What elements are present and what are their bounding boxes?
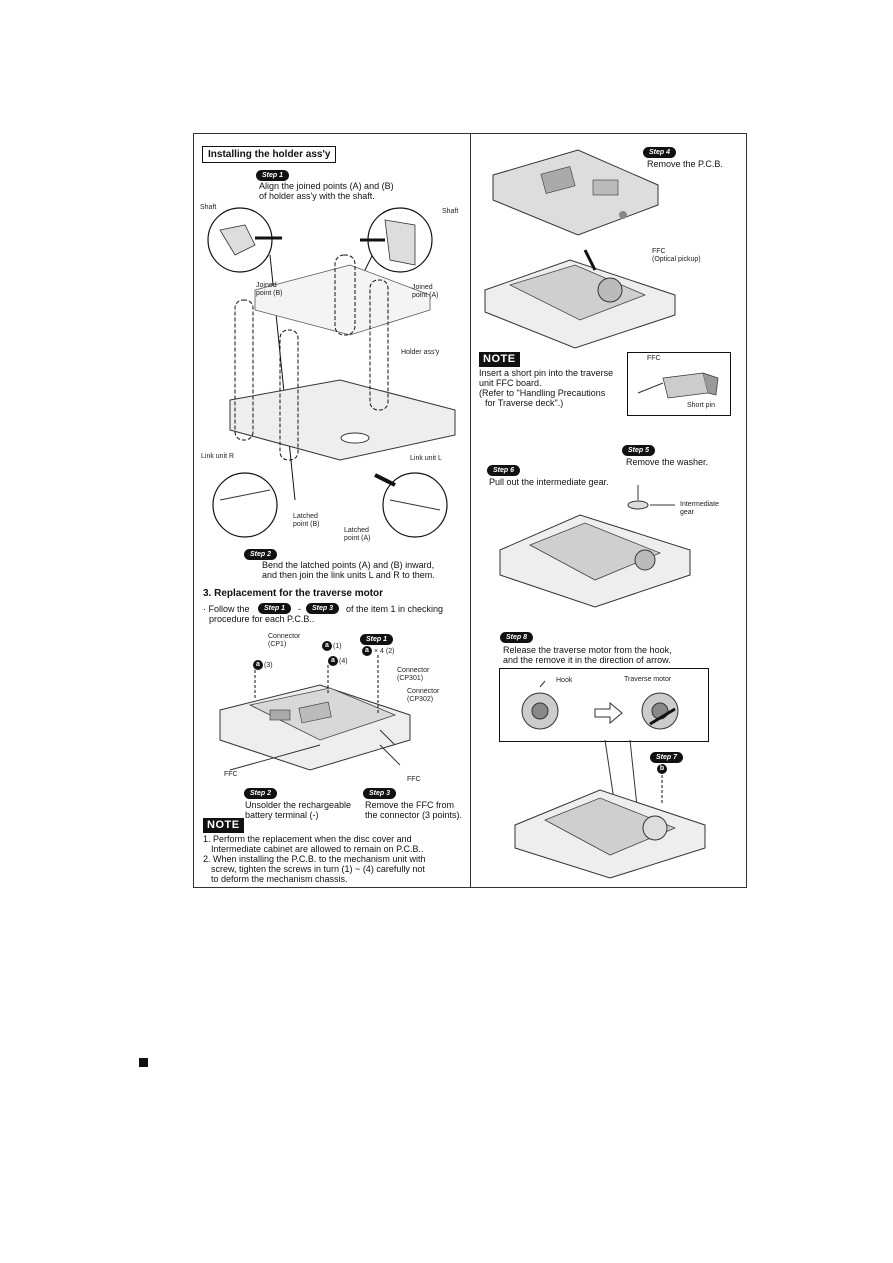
note-1b: Intermediate cabinet are allowed to rema…	[211, 844, 424, 854]
connector-cp1-label: Connector (CP1)	[268, 633, 301, 648]
note-2c: to deform the mechanism chassis.	[211, 874, 348, 884]
screw-3-label: (3)	[264, 662, 273, 669]
note-badge-left: NOTE	[203, 818, 244, 833]
note-1a: 1. Perform the replacement when the disc…	[203, 834, 412, 844]
step1-badge: Step 1	[256, 170, 290, 181]
shaft-label-right: Shaft	[442, 208, 459, 215]
screw-b-icon: b	[657, 764, 667, 774]
inset-ffc-label: FFC	[647, 355, 661, 362]
step1-text-2: of holder ass'y with the shaft.	[259, 191, 375, 201]
shaft-label-left: Shaft	[200, 204, 217, 211]
screw-a-3-icon: a	[253, 660, 263, 670]
follow-step-a-badge: Step 1	[258, 603, 292, 614]
screw-count-label: × 4 (2)	[374, 648, 395, 655]
follow-text-post: of the item 1 in checking	[346, 604, 444, 614]
step3-text-1: Remove the FFC from	[365, 800, 455, 810]
step6-text: Pull out the intermediate gear.	[489, 477, 609, 487]
follow-dash: -	[298, 604, 301, 614]
screw-a-1-icon: a	[322, 641, 332, 651]
link-unit-r-label: Link unit R	[201, 453, 235, 460]
short-pin-inset	[627, 352, 731, 416]
right-note-1: Insert a short pin into the traverse	[479, 368, 614, 378]
ffc-label-right: FFC	[407, 776, 421, 783]
pcb-removal-illustration	[219, 655, 411, 771]
latched-point-a-label: Latched point (A)	[344, 527, 371, 542]
follow-text-line2: procedure for each P.C.B..	[209, 614, 315, 624]
step8-badge: Step 8	[500, 632, 534, 643]
follow-text-pre: · Follow the	[203, 604, 250, 614]
step2b-text-2: battery terminal (-)	[245, 810, 319, 820]
step2b-text-1: Unsolder the rechargeable	[245, 800, 352, 810]
latched-point-b-label: Latched point (B)	[293, 513, 320, 528]
step8-text-1: Release the traverse motor from the hook…	[503, 645, 672, 655]
intermediate-gear-illustration	[499, 485, 691, 608]
motor-release-inset	[499, 668, 709, 742]
screw-a-2-icon: a	[362, 646, 372, 656]
step3-text-2: the connector (3 points).	[365, 810, 463, 820]
column-divider	[470, 134, 471, 887]
intermediate-gear-label: Intermediate gear	[680, 501, 719, 516]
connector-cp302-label: Connector (CP302)	[407, 688, 440, 703]
step8-text-2: and the remove it in the direction of ar…	[503, 655, 671, 665]
hook-label: Hook	[556, 677, 573, 684]
step2b-badge: Step 2	[244, 788, 278, 799]
step1b-badge: Step 1	[360, 634, 394, 645]
note-2b: screw, tighten the screws in turn (1) ~ …	[211, 864, 425, 874]
screw-a-4-icon: a	[328, 656, 338, 666]
holder-assembly-illustration	[207, 207, 456, 538]
step5-text: Remove the washer.	[626, 457, 709, 467]
step6-badge: Step 6	[487, 465, 521, 476]
joined-point-b-label: Joined point (B)	[256, 282, 283, 297]
traverse-deck-illustration	[484, 249, 676, 349]
link-unit-l-label: Link unit L	[410, 455, 442, 462]
traverse-motor-label: Traverse motor	[624, 676, 672, 683]
step2-text-1: Bend the latched points (A) and (B) inwa…	[262, 560, 435, 570]
right-note-3: (Refer to "Handling Precautions	[479, 388, 606, 398]
note-2a: 2. When installing the P.C.B. to the mec…	[203, 854, 426, 864]
step3-badge: Step 3	[363, 788, 397, 799]
step5-badge: Step 5	[622, 445, 656, 456]
follow-step-b-badge: Step 3	[306, 603, 340, 614]
note-badge-right: NOTE	[479, 352, 520, 367]
right-note-4: for Traverse deck".)	[485, 398, 564, 408]
page-bullet	[139, 1058, 148, 1067]
section-heading-3: 3. Replacement for the traverse motor	[203, 588, 384, 599]
connector-cp301-label: Connector (CP301)	[397, 667, 430, 682]
right-note-2: unit FFC board.	[479, 378, 542, 388]
inset-short-pin-label: Short pin	[687, 402, 716, 409]
screw-1-label: (1)	[333, 643, 342, 650]
step4-text: Remove the P.C.B.	[647, 159, 723, 169]
section-title: Installing the holder ass'y	[202, 146, 337, 163]
step7-badge: Step 7	[650, 752, 684, 763]
traverse-motor-illustration	[514, 739, 706, 879]
ffc-optical-pickup-label: FFC (Optical pickup)	[652, 248, 701, 263]
holder-assy-label: Holder ass'y	[401, 349, 440, 356]
step4-badge: Step 4	[643, 147, 677, 158]
joined-point-a-label: Joined point (A)	[412, 284, 439, 299]
screw-4-label: (4)	[339, 658, 348, 665]
pcb-top-illustration	[492, 149, 659, 236]
step2-badge: Step 2	[244, 549, 278, 560]
step2-text-2: and then join the link units L and R to …	[262, 570, 435, 580]
step1-text-1: Align the joined points (A) and (B)	[259, 181, 394, 191]
ffc-label-left: FFC	[224, 771, 238, 778]
